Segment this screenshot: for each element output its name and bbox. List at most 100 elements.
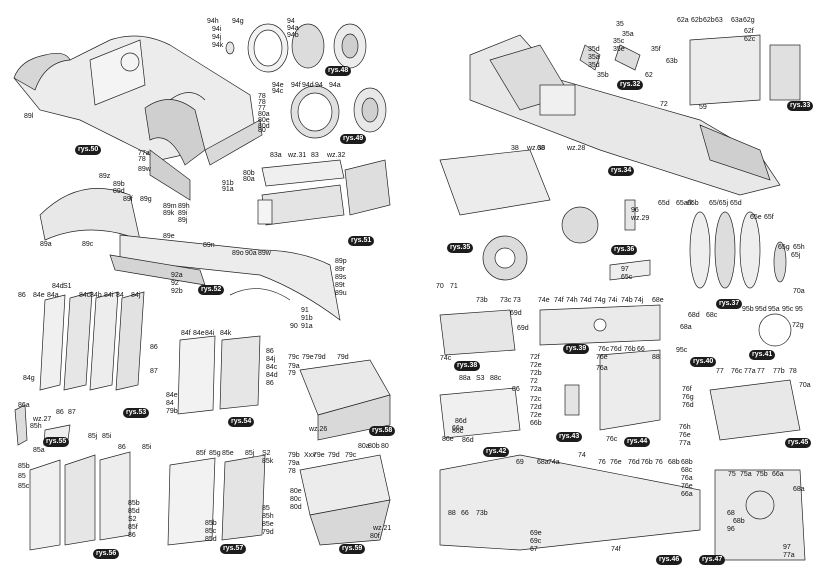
part-label: 79a: [288, 363, 300, 370]
part-label: 73b: [476, 510, 488, 517]
part-label: 75: [728, 471, 736, 478]
part-label: 73c: [500, 297, 512, 304]
part-label: 72f: [530, 354, 540, 361]
part-label: 84c: [79, 292, 91, 299]
part-label: 80e: [290, 488, 302, 495]
part-label: 94e: [272, 82, 284, 89]
part-label: 68d: [688, 312, 700, 319]
part-label: 86d: [462, 437, 474, 444]
rys51-drawing: [257, 159, 391, 226]
rys59-drawing: [299, 454, 391, 546]
part-label: 89r: [335, 266, 346, 273]
part-label: 94j: [212, 34, 222, 41]
part-label: 65j: [791, 252, 801, 259]
part-label: 79: [288, 370, 296, 377]
part-label: 94a: [287, 25, 299, 32]
part-label: 85g: [209, 450, 221, 457]
part-label: 68b: [681, 459, 693, 466]
part-label: 95b: [742, 306, 754, 313]
fig-rys-38: rys.38: [454, 361, 481, 371]
part-label: 79b: [166, 408, 178, 415]
part-label: 84e: [193, 330, 205, 337]
part-label: 74g: [594, 297, 606, 304]
part-label: 80c: [290, 496, 302, 503]
fig-rys-35: rys.35: [447, 243, 474, 253]
part-label: 85b: [205, 520, 217, 527]
part-label: 95d: [755, 306, 767, 313]
part-label: 66a: [452, 425, 464, 432]
part-label: 35f: [651, 46, 661, 53]
part-label: 79d: [337, 354, 349, 361]
part-label: 68a: [537, 459, 549, 466]
part-label: 89l: [24, 113, 34, 120]
fig-rys-32: rys.32: [617, 80, 644, 90]
fig-rys-56: rys.56: [93, 549, 120, 559]
part-label: 76d: [682, 402, 694, 409]
part-label: 84: [116, 292, 124, 299]
part-label: 86: [512, 386, 520, 393]
part-label: 94d: [302, 82, 314, 89]
part-label: 89s: [335, 274, 347, 281]
part-label: 76d: [628, 459, 640, 466]
part-label: 79d: [262, 529, 274, 536]
part-label: 74f: [554, 297, 564, 304]
part-label: 80a: [243, 176, 255, 183]
part-label: 89k: [163, 210, 175, 217]
part-label: 91a: [301, 323, 313, 330]
part-label: 89j: [178, 217, 188, 224]
part-label: 89c: [82, 241, 94, 248]
part-label: 72a: [530, 386, 542, 393]
part-label: 86: [118, 444, 126, 451]
part-label: 85i: [102, 433, 112, 440]
part-label: 78: [138, 156, 146, 163]
part-label: 35c: [613, 38, 625, 45]
part-label: wz.28: [567, 145, 586, 152]
part-label: wz.32: [327, 152, 346, 159]
part-label: 72: [660, 101, 668, 108]
fig-rys-59: rys.59: [339, 544, 366, 554]
part-label: 69d: [510, 310, 522, 317]
part-label: 89o: [232, 250, 244, 257]
part-label: 89e: [163, 233, 175, 240]
part-label: 79a: [288, 460, 300, 467]
part-label: 65g: [778, 244, 790, 251]
part-label: 62a: [677, 17, 689, 24]
fig-rys-36: rys.36: [611, 245, 638, 255]
part-label: 66: [461, 510, 469, 517]
part-label: 95a: [768, 306, 780, 313]
part-label: 91b: [301, 315, 313, 322]
part-label: 89n: [203, 242, 215, 249]
part-label: 65f: [764, 214, 774, 221]
part-label: 75a: [740, 471, 752, 478]
rys38-drawing: [439, 309, 516, 356]
fig-rys-50: rys.50: [75, 145, 102, 155]
part-label: 89w: [138, 166, 151, 173]
fig-rys-39: rys.39: [563, 344, 590, 354]
rys34-chassis-drawing: [469, 34, 781, 196]
part-label: S3: [476, 375, 485, 382]
fig-rys-46: rys.46: [656, 555, 683, 565]
part-label: 63b: [666, 58, 678, 65]
part-label: 71: [450, 283, 458, 290]
rys56-drawing: [29, 451, 131, 551]
part-label: 66a: [681, 491, 693, 498]
part-label: 35e: [613, 46, 625, 53]
part-label: 89z: [99, 173, 111, 180]
part-label: 80e: [258, 117, 270, 124]
rys46-drawing: [439, 454, 701, 551]
rys57-drawing: [167, 454, 266, 546]
part-label: 84c: [266, 364, 278, 371]
part-label: 35d: [588, 46, 600, 53]
part-label: 79e: [302, 354, 314, 361]
part-label: 62c: [744, 36, 756, 43]
fig-rys-52: rys.52: [198, 285, 225, 295]
part-label: 97: [783, 544, 791, 551]
fig-rys-53: rys.53: [123, 408, 150, 418]
part-label: 77: [716, 368, 724, 375]
part-label: 89m: [163, 203, 177, 210]
part-label: 76f: [682, 386, 692, 393]
part-label: 85j: [88, 433, 98, 440]
part-label: 63a: [731, 17, 743, 24]
part-label: 85h: [30, 423, 42, 430]
